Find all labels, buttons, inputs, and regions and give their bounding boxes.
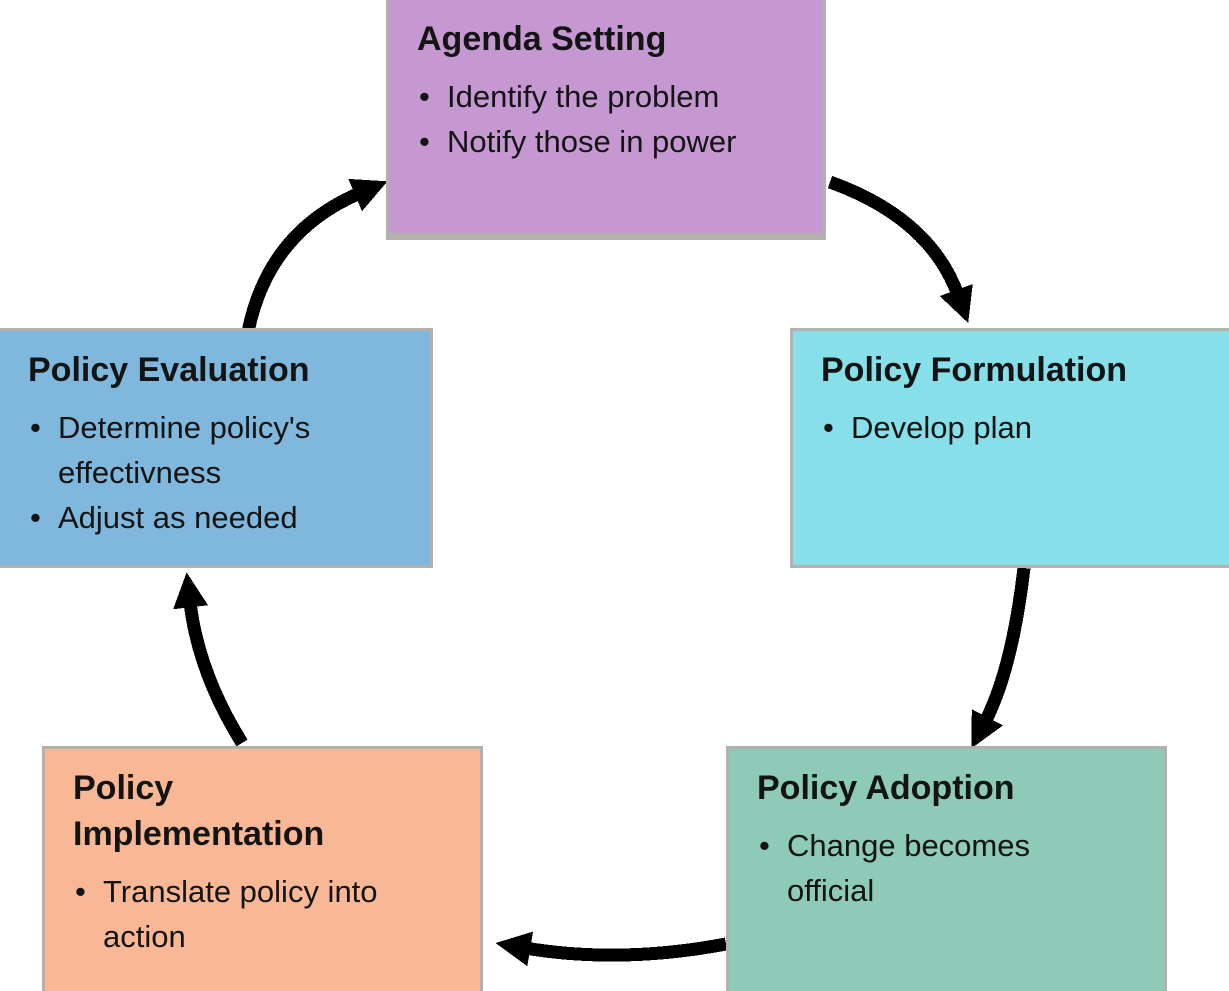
arrow-agenda-to-formulation: [827, 175, 973, 324]
bullet-item: Identify the problem: [417, 74, 795, 119]
stage-bullet-list: Translate policy into action: [73, 869, 452, 959]
stage-bullet-list: Identify the problem Notify those in pow…: [417, 74, 795, 164]
stage-title: Agenda Setting: [417, 20, 667, 58]
stage-box-policy-implementation: Policy Implementation Translate policy i…: [42, 746, 483, 991]
stage-title: Policy Evaluation: [28, 351, 310, 389]
stage-bullet-list: Develop plan: [821, 405, 1204, 450]
bullet-item: Change becomes official: [757, 823, 1117, 913]
stage-box-agenda-setting: Agenda Setting Identify the problem Noti…: [386, 0, 826, 240]
bullet-item: Adjust as needed: [28, 495, 402, 540]
arrow-evaluation-to-agenda: [241, 178, 388, 334]
stage-bullet-list: Change becomes official: [757, 823, 1136, 913]
arrow-implementation-to-evaluation: [173, 572, 248, 747]
stage-box-policy-formulation: Policy Formulation Develop plan: [790, 328, 1229, 568]
stage-box-policy-adoption: Policy Adoption Change becomes official: [726, 746, 1167, 991]
stage-title: Policy Implementation: [73, 769, 325, 853]
bullet-item: Notify those in power: [417, 119, 795, 164]
bullet-item: Translate policy into action: [73, 869, 452, 959]
stage-title: Policy Adoption: [757, 769, 1015, 807]
stage-box-policy-evaluation: Policy Evaluation Determine policy's eff…: [0, 328, 433, 568]
arrow-formulation-to-adoption: [971, 567, 1031, 749]
bullet-item: Develop plan: [821, 405, 1204, 450]
arrow-adoption-to-implementation: [495, 931, 728, 967]
stage-bullet-list: Determine policy's effectivness Adjust a…: [28, 405, 402, 540]
stage-title: Policy Formulation: [821, 351, 1128, 389]
bullet-item: Determine policy's effectivness: [28, 405, 402, 495]
